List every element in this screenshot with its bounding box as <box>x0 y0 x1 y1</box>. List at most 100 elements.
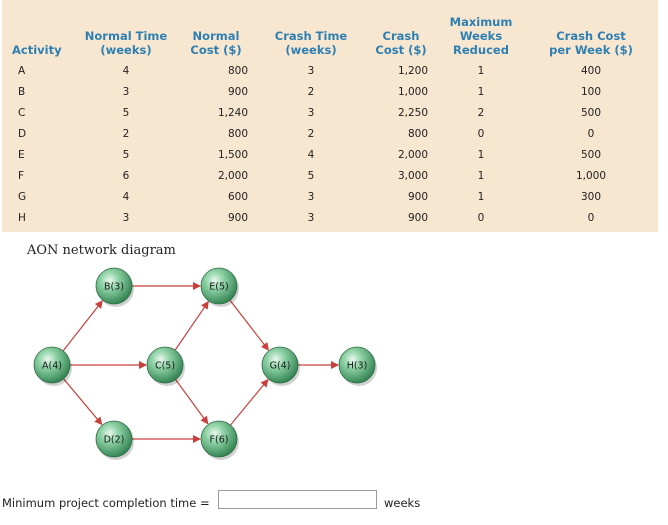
diagram-title: AON network diagram <box>27 243 176 258</box>
cell-crash-cost: 2,250 <box>397 106 428 119</box>
cell-crash-time: 2 <box>307 127 315 140</box>
node-label: D(2) <box>104 435 125 446</box>
cell-activity: B <box>18 85 26 98</box>
cell-normal-cost: 900 <box>227 211 248 224</box>
cell-normal-cost: 1,240 <box>217 106 248 119</box>
cell-crash-cost: 3,000 <box>397 169 428 182</box>
cell-normal-time: 6 <box>122 169 130 182</box>
table-row: H 3 900 3 900 0 0 <box>8 207 658 228</box>
cell-normal-cost: 800 <box>227 127 248 140</box>
cell-activity: E <box>18 148 25 161</box>
cell-crash-cost-per-week: 0 <box>587 127 595 140</box>
cell-crash-time: 2 <box>307 85 315 98</box>
cell-normal-time: 4 <box>122 64 130 77</box>
cell-crash-cost-per-week: 500 <box>580 148 602 161</box>
node-e: E(5) <box>200 267 239 307</box>
arrow-c-to-e <box>174 300 209 351</box>
header-crash-time: Crash Time(weeks) <box>274 29 348 57</box>
cell-crash-time: 5 <box>307 169 315 182</box>
header-normal-time: Normal Time(weeks) <box>84 29 168 57</box>
node-label: C(5) <box>155 361 175 372</box>
table-row: A 4 800 3 1,200 1 400 <box>8 60 658 81</box>
node-f: F(6) <box>200 420 239 460</box>
cell-crash-cost-per-week: 100 <box>580 85 602 98</box>
cell-normal-time: 4 <box>122 190 130 203</box>
cell-max-weeks-reduced: 1 <box>477 64 485 77</box>
table-row: C 5 1,240 3 2,250 2 500 <box>8 102 658 123</box>
arrow-a-to-d <box>63 378 103 426</box>
weeks-unit-label: weeks <box>384 496 421 510</box>
cell-crash-time: 3 <box>307 106 315 119</box>
table-row: E 5 1,500 4 2,000 1 500 <box>8 144 658 165</box>
node-c: C(5) <box>146 346 185 386</box>
cell-crash-cost-per-week: 1,000 <box>575 169 607 182</box>
cell-activity: G <box>18 190 27 203</box>
cell-normal-time: 3 <box>122 85 130 98</box>
table-row: G 4 600 3 900 1 300 <box>8 186 658 207</box>
cell-crash-cost-per-week: 0 <box>587 211 595 224</box>
cell-crash-time: 3 <box>307 190 315 203</box>
node-label: E(5) <box>209 282 228 293</box>
arrow-a-to-b <box>62 300 103 352</box>
cell-activity: A <box>18 64 26 77</box>
node-label: F(6) <box>210 435 229 446</box>
cell-max-weeks-reduced: 1 <box>477 169 485 182</box>
cell-normal-time: 3 <box>122 211 130 224</box>
node-h: H(3) <box>338 346 377 386</box>
cell-crash-cost-per-week: 400 <box>580 64 602 77</box>
header-activity: Activity <box>12 43 62 57</box>
cell-max-weeks-reduced: 1 <box>477 190 485 203</box>
cell-crash-cost: 2,000 <box>397 148 428 161</box>
cell-normal-cost: 800 <box>227 64 248 77</box>
node-label: B(3) <box>104 282 124 293</box>
node-b: B(3) <box>95 267 134 307</box>
arrow-c-to-f <box>175 379 209 425</box>
cell-normal-time: 5 <box>122 106 130 119</box>
table-row: B 3 900 2 1,000 1 100 <box>8 81 658 102</box>
cell-activity: C <box>18 106 26 119</box>
completion-time-label: Minimum project completion time = <box>2 496 210 510</box>
aon-network-diagram: A(4) B(3) C(5) D(2) E(5) F(6) G(4) H(3) <box>33 267 377 460</box>
cell-normal-time: 5 <box>122 148 130 161</box>
cell-activity: H <box>18 211 26 224</box>
cell-crash-cost: 1,000 <box>397 85 428 98</box>
cell-activity: D <box>18 127 27 140</box>
node-label: A(4) <box>42 361 62 372</box>
node-label: G(4) <box>270 361 291 372</box>
cell-crash-time: 3 <box>307 211 315 224</box>
cell-crash-cost: 900 <box>407 211 428 224</box>
cell-crash-cost-per-week: 500 <box>580 106 602 119</box>
arrow-e-to-g <box>229 299 269 351</box>
node-d: D(2) <box>95 420 134 460</box>
cell-crash-cost: 900 <box>407 190 428 203</box>
cell-crash-cost: 800 <box>407 127 428 140</box>
cell-max-weeks-reduced: 0 <box>477 211 485 224</box>
cell-normal-time: 2 <box>122 127 130 140</box>
node-a: A(4) <box>33 346 72 386</box>
completion-time-input[interactable] <box>218 490 377 509</box>
answer-row: Minimum project completion time = weeks <box>0 490 668 512</box>
arrow-f-to-g <box>229 378 269 426</box>
cell-activity: F <box>18 169 25 182</box>
cell-crash-cost: 1,200 <box>397 64 428 77</box>
cell-crash-time: 4 <box>307 148 315 161</box>
cell-normal-cost: 600 <box>227 190 248 203</box>
cell-crash-time: 3 <box>307 64 315 77</box>
cell-max-weeks-reduced: 2 <box>477 106 485 119</box>
cell-crash-cost-per-week: 300 <box>580 190 602 203</box>
cell-max-weeks-reduced: 1 <box>477 148 485 161</box>
cell-max-weeks-reduced: 1 <box>477 85 485 98</box>
cell-normal-cost: 1,500 <box>217 148 248 161</box>
node-g: G(4) <box>261 346 300 386</box>
cell-normal-cost: 900 <box>227 85 248 98</box>
node-label: H(3) <box>347 361 368 372</box>
